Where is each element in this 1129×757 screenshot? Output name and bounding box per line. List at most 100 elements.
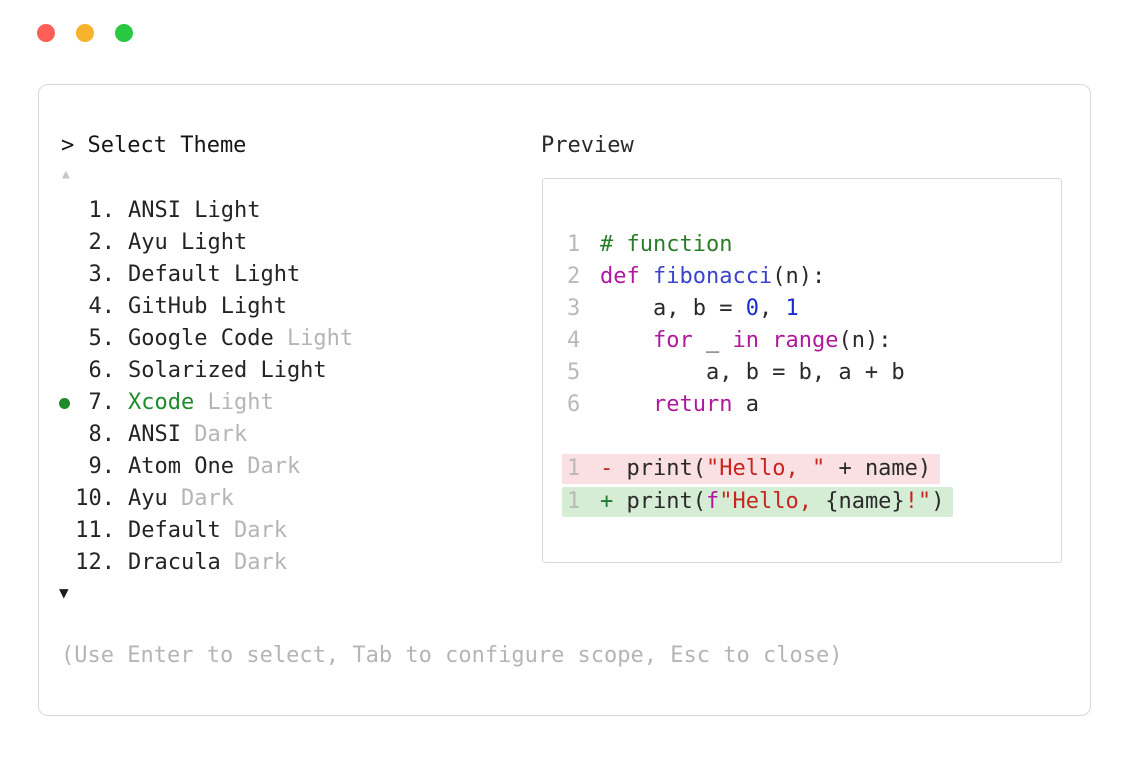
code-token: _ xyxy=(692,328,733,353)
code-token: + xyxy=(600,489,627,514)
theme-name: Ayu xyxy=(128,486,168,511)
line-number: 4 xyxy=(567,328,581,353)
code-token: (n): xyxy=(772,264,826,289)
item-number: 7. xyxy=(88,390,116,415)
minimize-button[interactable] xyxy=(76,24,94,42)
theme-name: Dracula xyxy=(128,550,221,575)
diff-highlight-removed: 1- print("Hello, " + name) xyxy=(562,454,941,484)
theme-name: Google Code xyxy=(128,326,274,351)
item-number: 11. xyxy=(75,518,115,543)
theme-name: Default xyxy=(128,518,221,543)
code-token: , xyxy=(758,296,786,321)
code-token: fibonacci xyxy=(653,264,773,289)
code-line xyxy=(567,421,1061,453)
theme-list-item[interactable]: 3.Default Light xyxy=(59,259,353,291)
item-number: 9. xyxy=(88,454,116,479)
code-token: range xyxy=(772,328,839,353)
code-token: # function xyxy=(600,232,733,257)
theme-list-item[interactable]: 7. Xcode Light xyxy=(59,387,353,419)
item-number: 4. xyxy=(88,294,116,319)
item-label: Google Code Light xyxy=(128,323,353,355)
theme-variant: Dark xyxy=(233,550,287,575)
picker-prompt: > Select Theme xyxy=(61,133,247,158)
item-label: Atom One Dark xyxy=(128,451,300,483)
theme-name: Xcode xyxy=(128,390,195,415)
code-token: 1 xyxy=(785,296,799,321)
code-line: 5 a, b = b, a + b xyxy=(567,357,1061,389)
selected-bullet xyxy=(59,397,75,409)
theme-list-item[interactable]: 9. Atom One Dark xyxy=(59,451,353,483)
line-number: 3 xyxy=(567,296,581,321)
theme-list-item[interactable]: 2. Ayu Light xyxy=(59,227,353,259)
theme-name: Atom One xyxy=(128,454,234,479)
theme-list-item[interactable]: 12. Dracula Dark xyxy=(59,547,353,579)
line-number: 6 xyxy=(567,392,581,417)
item-label: Solarized Light xyxy=(128,355,327,387)
preview-title: Preview xyxy=(541,133,634,158)
diff-line-removed: 1- print("Hello, " + name) xyxy=(562,454,1061,486)
item-number: 8. xyxy=(88,422,116,447)
theme-variant: Light xyxy=(286,326,354,351)
item-number: 5. xyxy=(88,326,116,351)
item-number: 12. xyxy=(75,550,115,575)
theme-variant: Light xyxy=(207,390,274,415)
window-controls xyxy=(37,24,133,42)
theme-name: Ayu Light xyxy=(128,230,248,255)
item-number: 6. xyxy=(88,358,116,383)
diff-line-added: 1+ print(f"Hello, {name}!") xyxy=(562,487,1061,519)
zoom-button[interactable] xyxy=(115,24,133,42)
theme-list-item[interactable]: 4. GitHub Light xyxy=(59,291,353,323)
scroll-up-indicator: ▲ xyxy=(62,167,70,182)
theme-name: GitHub Light xyxy=(128,294,287,319)
theme-variant: Dark xyxy=(194,422,248,447)
code-token xyxy=(600,392,653,417)
item-number: 2. xyxy=(88,230,116,255)
item-label: Default Light xyxy=(128,259,300,291)
item-label: Ayu Light xyxy=(128,227,247,259)
code-token: 0 xyxy=(745,296,759,321)
item-number: 10. xyxy=(75,486,115,511)
code-token xyxy=(759,328,772,353)
code-token: a, b = b, a + b xyxy=(600,360,905,385)
item-label: ANSI Light xyxy=(128,195,260,227)
code-line: 6 return a xyxy=(567,389,1061,421)
code-line: 3 a, b = 0, 1 xyxy=(567,293,1061,325)
close-button[interactable] xyxy=(37,24,55,42)
code-token: a xyxy=(732,392,759,417)
line-number: 1 xyxy=(567,232,581,257)
keyboard-hints: (Use Enter to select, Tab to configure s… xyxy=(61,643,843,668)
theme-name: Default Light xyxy=(128,262,301,287)
theme-name: Solarized Light xyxy=(128,358,327,383)
code-token: print( xyxy=(626,456,706,481)
code-line: 4 for _ in range(n): xyxy=(567,325,1061,357)
diff-highlight-added: 1+ print(f"Hello, {name}!") xyxy=(562,487,954,517)
theme-variant: Dark xyxy=(247,454,301,479)
line-number: 1 xyxy=(567,456,581,481)
scroll-down-indicator[interactable]: ▼ xyxy=(59,583,69,602)
code-token: print( xyxy=(626,489,706,514)
item-number: 1. xyxy=(88,198,116,223)
code-token: for xyxy=(652,328,693,353)
item-label: Xcode Light xyxy=(128,387,274,419)
code-token: a, b = xyxy=(600,296,746,321)
theme-list-item[interactable]: 5. Google Code Light xyxy=(59,323,354,355)
item-label: Dracula Dark xyxy=(128,547,287,579)
theme-list-item[interactable]: 6. Solarized Light xyxy=(59,355,353,387)
theme-list-item[interactable]: 1. ANSI Light xyxy=(59,195,353,227)
code-token: return xyxy=(652,392,733,417)
code-token: ) xyxy=(931,489,945,514)
code-token: !" xyxy=(904,489,932,514)
item-label: GitHub Light xyxy=(128,291,287,323)
code-token xyxy=(600,328,653,353)
code-token: + name) xyxy=(825,456,932,481)
code-token: in xyxy=(732,328,759,353)
